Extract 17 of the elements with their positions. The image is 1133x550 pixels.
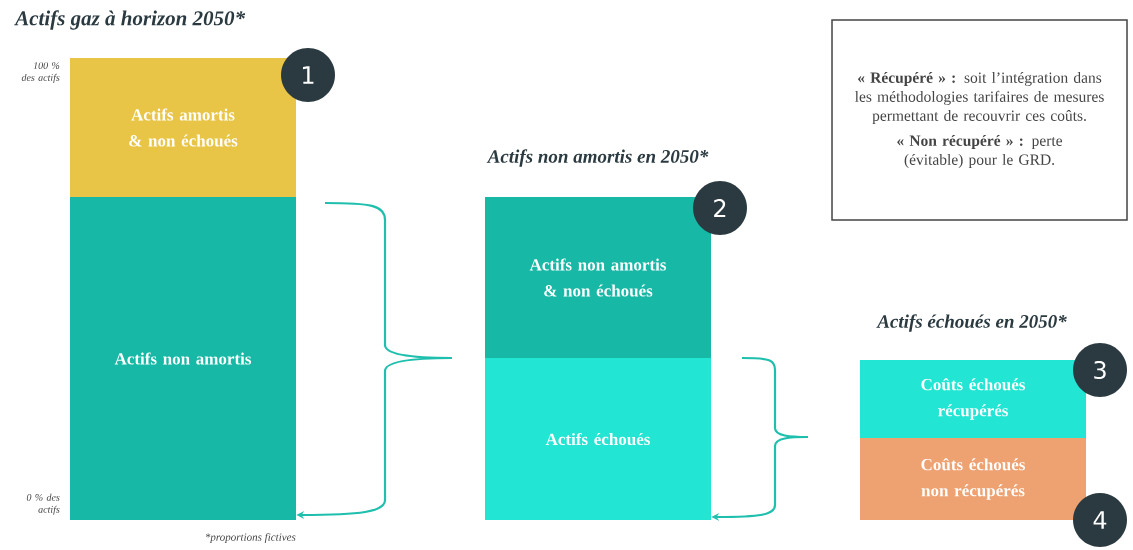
axis-label: 100 % des actifs bbox=[21, 62, 60, 83]
number-badge: 1 bbox=[281, 48, 335, 102]
heading: Actifs gaz à horizon 2050* bbox=[14, 10, 246, 30]
bar-segment: Coûts échoués non récupérés bbox=[860, 438, 1086, 520]
number-badge: 4 bbox=[1073, 493, 1127, 547]
heading: Actifs non amortis en 2050* bbox=[486, 149, 709, 167]
bar-segment: Actifs non amortis bbox=[70, 197, 296, 520]
bar-segment: Coûts échoués récupérés bbox=[860, 360, 1086, 438]
footnote: *proportions fictives bbox=[205, 532, 296, 544]
bar-segment: Actifs amortis & non échoués bbox=[70, 58, 296, 197]
bar-segment: Actifs non amortis & non échoués bbox=[485, 197, 711, 358]
bar-segment: Actifs échoués bbox=[485, 358, 711, 520]
note-box: « Récupéré » : soit l’intégration dans les méthodologies tarifaires de mesures permettant de recouvrir ces coûts. « Non récupéré » : perte (évitable) pour le GRD. bbox=[831, 19, 1128, 221]
number-badge: 2 bbox=[693, 181, 747, 235]
number-badge: 3 bbox=[1073, 343, 1127, 397]
axis-label: 0 % des actifs bbox=[26, 493, 60, 515]
heading: Actifs échoués en 2050* bbox=[876, 314, 1067, 332]
